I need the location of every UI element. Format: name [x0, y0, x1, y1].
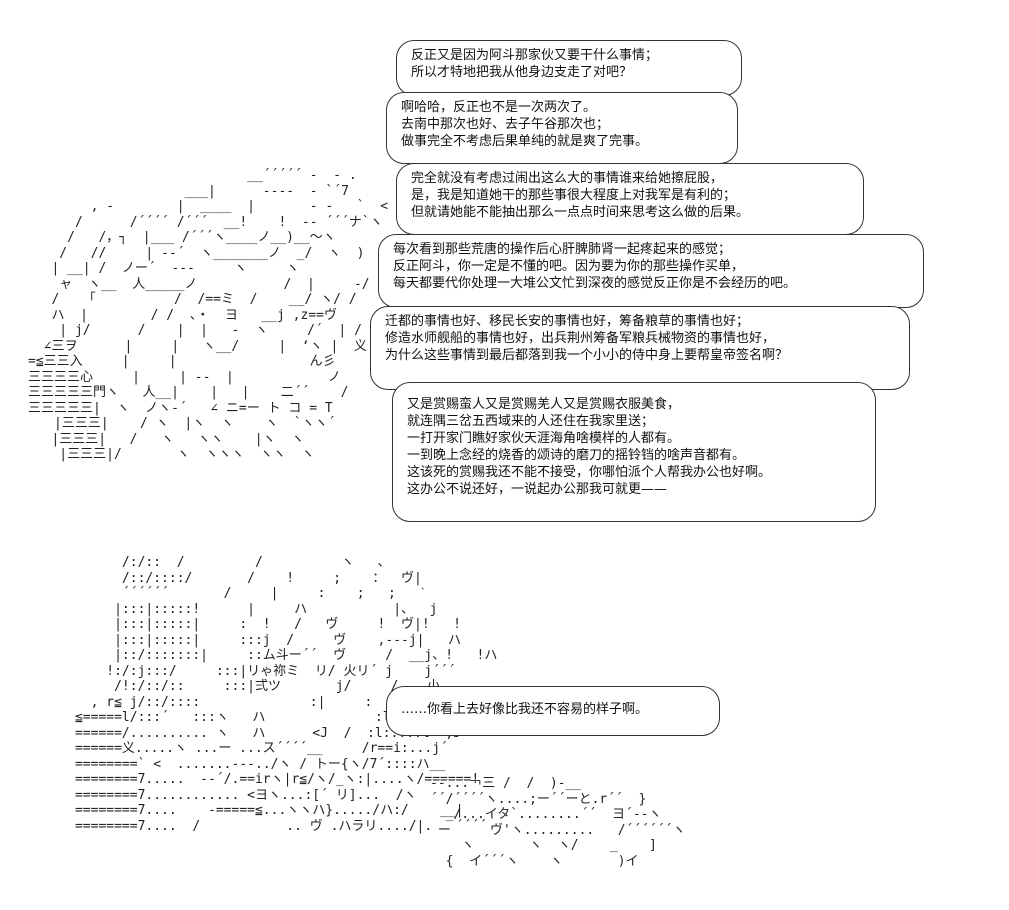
bubble-2-line-2: 去南中那次也好、去子午谷那次也； [401, 117, 610, 132]
bubble-1-line-2: 所以才特地把我从他身边支走了对吧？ [411, 65, 633, 80]
speech-bubble-1: 反正又是因为阿斗那家伙又要干什么事情； 所以才特地把我从他身边支走了对吧？ [396, 40, 742, 96]
speech-bubble-7: ……你看上去好像比我还不容易的样子啊。 [386, 686, 720, 736]
ascii-art-character-bottom: /:/:: / / ヽ 、 /::/::::/ / ! ; ： ヴ| ´´´´´… [74, 555, 498, 834]
bubble-6-line-5: 这该死的赏赐我还不能不接受，你哪怕派个人帮我办公也好啊。 [407, 465, 772, 480]
speech-bubble-5: 迁都的事情也好、移民长安的事情也好，筹备粮草的事情也好； 修造水师舰船的事情也好… [370, 306, 910, 390]
bubble-2-line-1: 啊哈哈，反正也不是一次两次了。 [401, 100, 597, 115]
bubble-6-line-1: 又是赏赐蛮人又是赏赐羌人又是赏赐衣服美食， [407, 397, 681, 412]
bubble-6-line-3: 一打开家门瞧好家伙天涯海角啥模样的人都有。 [407, 431, 681, 446]
speech-bubble-2: 啊哈哈，反正也不是一次两次了。 去南中那次也好、去子午谷那次也； 做事完全不考虑… [386, 92, 738, 164]
bubble-5-line-3: 为什么这些事情到最后都落到我一个小小的侍中身上要帮皇帝签名啊？ [385, 348, 789, 363]
speech-bubble-4: 每次看到那些荒唐的操作后心肝脾肺肾一起疼起来的感觉； 反正阿斗，你一定是不懂的吧… [378, 234, 924, 308]
bubble-4-line-1: 每次看到那些荒唐的操作后心肝脾肺肾一起疼起来的感觉； [393, 242, 732, 257]
bubble-4-line-3: 每天都要代你处理一大堆公文忙到深夜的感觉反正你是不会经历的吧。 [393, 276, 797, 291]
bubble-1-line-1: 反正又是因为阿斗那家伙又要干什么事情； [411, 48, 659, 63]
bubble-5-line-1: 迁都的事情也好、移民长安的事情也好，筹备粮草的事情也好； [385, 314, 750, 329]
bubble-3-line-2: 是，我是知道她干的那些事很大程度上对我军是有利的； [411, 188, 737, 203]
bubble-5-line-2: 修造水师舰船的事情也好，出兵荆州筹备军粮兵械物资的事情也好， [385, 331, 776, 346]
speech-bubble-6: 又是赏赐蛮人又是赏赐羌人又是赏赐衣服美食， 就连隅三岔五西域来的人还住在我家里送… [392, 382, 876, 522]
bubble-6-line-4: 一到晚上念经的烧香的颂诗的磨刀的摇铃铛的啥声音都有。 [407, 448, 746, 463]
bubble-3-line-3: 但就请她能不能抽出那么一点点时间来思考这么做的后果。 [411, 205, 750, 220]
ascii-art-bottom-right: -‐...￢三 / / )-__ ´´/´´´´ヽ....;ー´´ーと.r´´ … [430, 776, 686, 869]
bubble-7-line-1: ……你看上去好像比我还不容易的样子啊。 [401, 702, 649, 717]
speech-bubble-3: 完全就没有考虑过闹出这么大的事情谁来给她擦屁股， 是，我是知道她干的那些事很大程… [396, 163, 864, 235]
bubble-4-line-2: 反正阿斗，你一定是不懂的吧。因为要为你的那些操作买单， [393, 259, 745, 274]
bubble-6-line-6: 这办公不说还好，一说起办公那我可就更—— [407, 482, 668, 497]
bubble-2-line-3: 做事完全不考虑后果单纯的就是爽了完事。 [401, 134, 649, 149]
bubble-6-line-2: 就连隅三岔五西域来的人还住在我家里送； [407, 414, 655, 429]
ascii-art-character-top: __´´´´´ ‐ - . ___| ---- - `´7 , - | ____… [28, 168, 389, 462]
bubble-3-line-1: 完全就没有考虑过闹出这么大的事情谁来给她擦屁股， [411, 171, 724, 186]
